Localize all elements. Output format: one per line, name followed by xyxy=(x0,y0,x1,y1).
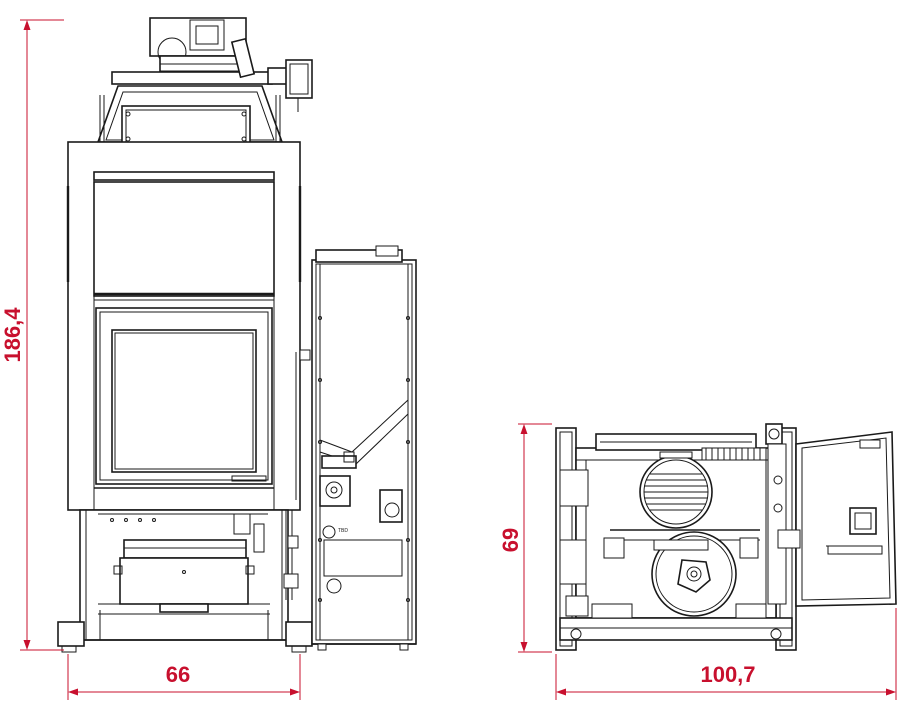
fire-door xyxy=(94,307,274,489)
pellet-hopper: TBD xyxy=(311,245,417,651)
feed-auger-plan xyxy=(765,423,801,605)
side-piping xyxy=(283,349,311,600)
coil-spring xyxy=(701,447,767,461)
flue-fan xyxy=(639,451,713,529)
top-width-label: 100,7 xyxy=(700,662,755,687)
top-height-dimension: 69 xyxy=(498,423,552,653)
hopper-plan xyxy=(795,431,897,607)
svg-text:TBD: TBD xyxy=(338,528,348,534)
front-height-dimension: 186,4 xyxy=(0,19,64,651)
lower-cabinet xyxy=(79,509,289,641)
front-height-label: 186,4 xyxy=(0,307,25,363)
top-height-label: 69 xyxy=(498,528,523,552)
top-fan-assembly xyxy=(111,17,313,112)
front-width-label: 66 xyxy=(166,662,190,687)
front-width-dimension: 66 xyxy=(67,654,301,700)
feet xyxy=(57,621,313,653)
combustion-fan xyxy=(651,531,737,617)
front-view: TBD 186,4 66 xyxy=(0,17,417,700)
top-view: 69 100,7 xyxy=(498,423,897,700)
bolt-row xyxy=(110,518,156,522)
top-width-dimension: 100,7 xyxy=(555,608,897,700)
